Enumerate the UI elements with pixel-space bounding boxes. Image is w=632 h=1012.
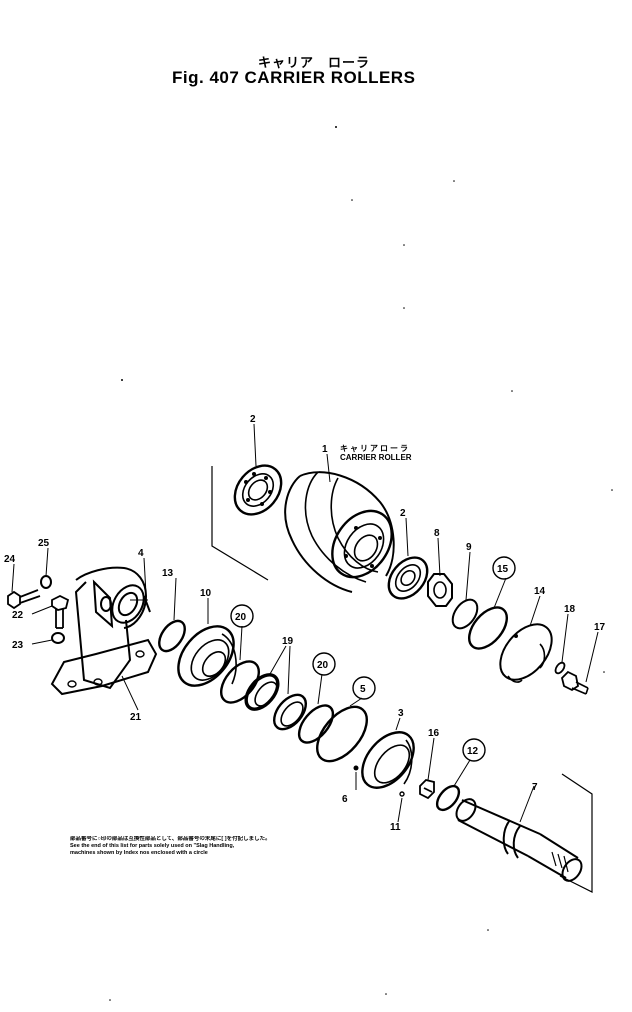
roller-shaft (455, 798, 583, 882)
part-label-11: 11 (390, 822, 401, 833)
o-ring-20-left (220, 660, 260, 704)
o-ring-12 (435, 784, 461, 812)
part-label-15: 15 (497, 564, 509, 575)
part-label-12: 12 (467, 746, 479, 757)
part-label-20b: 20 (317, 660, 329, 671)
part-label-23: 23 (12, 640, 24, 651)
part-label-6: 6 (342, 794, 348, 805)
floating-seal-19 (244, 673, 308, 731)
footnote: 部品番号に○印の部品は互換性部品として、部品番号の末尾に[ ]を付記しました。 … (70, 836, 340, 857)
part-label-18: 18 (564, 604, 576, 615)
support-bracket (50, 566, 158, 696)
footnote-line-2: See the end of this list for parts solel… (70, 843, 235, 849)
part-label-16: 16 (428, 728, 440, 739)
part-label-4: 4 (138, 548, 144, 559)
label-circles (230, 556, 516, 762)
part-label-24: 24 (4, 554, 16, 565)
part-label-9: 9 (466, 542, 472, 553)
assembly-callout: CARRIER ROLLER (340, 453, 412, 462)
part-label-14: 14 (534, 586, 546, 597)
washer-25 (40, 575, 52, 589)
leader-lines (11, 423, 599, 823)
o-ring-5 (316, 705, 368, 763)
part-label-17: 17 (594, 622, 606, 633)
part-label-2: 2 (250, 414, 256, 425)
seal-collar (177, 625, 237, 687)
part-label-19: 19 (282, 636, 294, 647)
scan-specks (109, 126, 613, 1001)
bearing-right (387, 556, 429, 600)
retainer-plate (361, 731, 415, 789)
bolt-22 (51, 594, 70, 629)
ring-13 (158, 619, 186, 653)
part-label-10: 10 (200, 588, 212, 599)
footnote-line-3: machines shown by Index nos enclosed wit… (70, 850, 208, 856)
part-label-20: 20 (235, 612, 247, 623)
o-ring-20-right (297, 704, 335, 744)
part-label-5: 5 (360, 684, 366, 695)
part-label-22: 22 (12, 610, 24, 621)
lock-nut (427, 573, 453, 607)
part-label-8: 8 (434, 528, 440, 539)
footnote-line-1: 部品番号に○印の部品は互換性部品として、部品番号の末尾に[ ]を付記しました。 (70, 836, 271, 842)
figure-title-japanese: キャリア ローラ (258, 55, 371, 70)
assembly-bracket-lines (211, 466, 593, 893)
snap-ring (451, 598, 479, 630)
bearing-left (233, 464, 283, 516)
bolt-24 (7, 589, 41, 610)
part-label-13: 13 (162, 568, 174, 579)
end-cover (499, 623, 553, 683)
washer-18 (554, 661, 566, 675)
carrier-roller-shell (284, 471, 395, 593)
pin-6 (353, 765, 359, 771)
part-label-2b: 2 (400, 508, 406, 519)
assembly-callout-japanese: キャリアローラ (340, 444, 410, 453)
figure-title: Fig. 407 CARRIER ROLLERS (172, 68, 416, 87)
pin-11 (399, 791, 405, 797)
part-label-25: 25 (38, 538, 50, 549)
part-label-3: 3 (398, 708, 404, 719)
part-label-1: 1 (322, 444, 328, 455)
washer-23 (51, 632, 65, 644)
part-label-7: 7 (532, 782, 538, 793)
bolt-17 (561, 670, 589, 695)
o-ring-15 (468, 606, 508, 650)
part-label-21: 21 (130, 712, 142, 723)
pin-4 (143, 595, 151, 613)
plug-16 (419, 779, 435, 800)
part-number-labels: 1 2 2 3 4 5 6 7 8 9 10 11 12 13 14 15 16… (4, 414, 606, 833)
